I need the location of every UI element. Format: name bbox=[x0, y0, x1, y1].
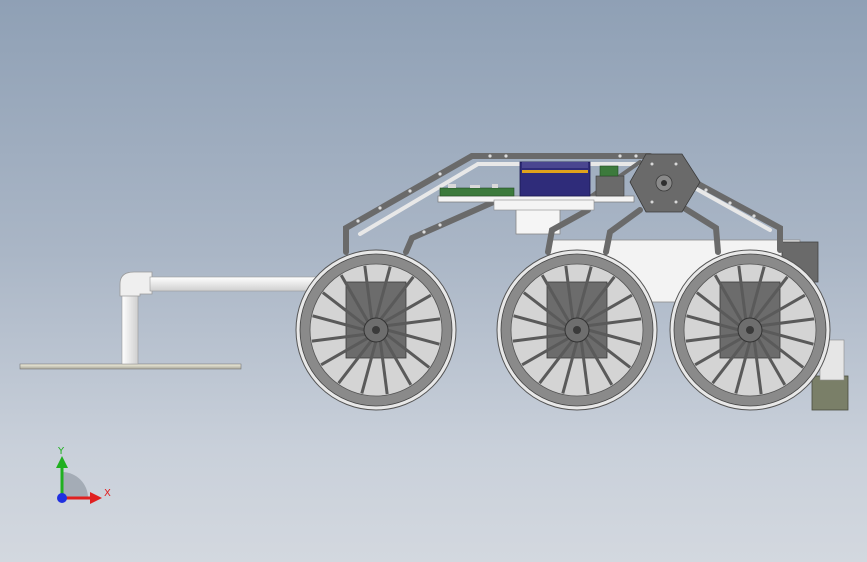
wheel-spoke bbox=[752, 339, 763, 395]
wheel-spoke bbox=[586, 333, 632, 369]
frame-front-diagonal bbox=[343, 153, 475, 255]
battery-top bbox=[522, 162, 588, 168]
wheel-spoke bbox=[694, 336, 743, 367]
wheel-axle bbox=[746, 326, 754, 334]
wheel-3[interactable] bbox=[669, 249, 831, 411]
wheel-spoke bbox=[757, 293, 806, 324]
wheel-spoke bbox=[360, 340, 378, 394]
frame-rear-lower bbox=[681, 205, 721, 255]
y-axis-label: Y bbox=[57, 446, 65, 457]
wheel-spoke bbox=[339, 274, 370, 323]
x-axis-label: X bbox=[104, 488, 111, 499]
wheel-spoke bbox=[711, 339, 747, 385]
frame-mid-leg-a bbox=[545, 207, 591, 255]
wheel-spoke bbox=[737, 265, 748, 321]
frame-rear-diagonal bbox=[673, 169, 783, 253]
base-plate bbox=[19, 363, 242, 370]
wheel-spoke bbox=[583, 337, 614, 386]
wheel-spoke bbox=[580, 275, 616, 321]
wheel-spoke bbox=[312, 314, 366, 332]
wheel-spoke bbox=[321, 291, 367, 327]
wheel-spoke bbox=[561, 340, 579, 394]
wheel-spoke bbox=[521, 336, 570, 367]
motor-mount-bore bbox=[661, 180, 667, 186]
triad-plane-arc bbox=[62, 472, 88, 498]
wheel-spoke bbox=[695, 291, 741, 327]
wheel-spoke bbox=[759, 317, 815, 328]
frame-rear-diagonal-inner bbox=[682, 180, 772, 232]
wheel-axle bbox=[372, 326, 380, 334]
wheel-2[interactable] bbox=[496, 249, 658, 411]
pcb-components bbox=[448, 184, 498, 188]
wheel-spoke bbox=[753, 275, 789, 321]
wheel-spoke bbox=[385, 317, 441, 328]
controller-pcb bbox=[599, 165, 619, 177]
horizontal-pipe bbox=[149, 276, 323, 292]
motor-mount-bolts bbox=[650, 162, 678, 204]
wheel-spoke bbox=[760, 328, 814, 346]
frame-holes bbox=[356, 154, 756, 234]
controller-board bbox=[595, 175, 625, 197]
wheel-spoke bbox=[311, 332, 367, 343]
axis-triad: Y X bbox=[56, 446, 111, 504]
rear-sensor bbox=[811, 375, 849, 411]
wheel-spoke bbox=[756, 337, 787, 386]
wheel-axle bbox=[573, 326, 581, 334]
wheel-spoke bbox=[379, 275, 415, 321]
wheel-spoke bbox=[512, 332, 568, 343]
x-axis-arrow bbox=[90, 492, 102, 504]
y-axis-arrow bbox=[56, 456, 68, 468]
wheel-spoke bbox=[386, 328, 440, 346]
frame-front-diagonal-inner bbox=[358, 162, 480, 236]
wheel-spoke bbox=[363, 265, 374, 321]
wheel-spoke bbox=[564, 265, 575, 321]
vertical-pipe bbox=[121, 291, 139, 365]
wheel-spoke bbox=[713, 274, 744, 323]
wheel-spoke bbox=[579, 339, 590, 395]
pcb-board bbox=[439, 187, 515, 197]
wheel-spoke bbox=[748, 266, 766, 320]
frame-mid-diagonal bbox=[403, 197, 501, 255]
wheel-spoke bbox=[538, 339, 574, 385]
wheel-spoke bbox=[759, 333, 805, 369]
frame-mid-leg-b bbox=[603, 207, 643, 255]
wheel-1[interactable] bbox=[295, 249, 457, 411]
wheel-spoke bbox=[540, 274, 571, 323]
wheel-spoke bbox=[587, 328, 641, 346]
z-axis-dot bbox=[57, 493, 67, 503]
wheel-spoke bbox=[383, 293, 432, 324]
wheel-spoke bbox=[513, 314, 567, 332]
wheel-spoke bbox=[734, 340, 752, 394]
wheel-spoke bbox=[522, 291, 568, 327]
wheel-spoke bbox=[378, 339, 389, 395]
wheel-spoke bbox=[584, 293, 633, 324]
wheel-spoke bbox=[374, 266, 392, 320]
wheel-spoke bbox=[320, 336, 369, 367]
wheel-spoke bbox=[385, 333, 431, 369]
wheel-spoke bbox=[686, 314, 740, 332]
wheel-spoke bbox=[685, 332, 741, 343]
wheel-spoke bbox=[382, 337, 413, 386]
pipe-arm-assembly[interactable] bbox=[19, 271, 323, 370]
wheel-spoke bbox=[586, 317, 642, 328]
support-bar bbox=[493, 199, 595, 211]
electronics-deck[interactable] bbox=[437, 153, 701, 213]
wheel-spoke bbox=[575, 266, 593, 320]
pipe-elbow bbox=[119, 271, 153, 297]
wheel-spoke bbox=[337, 339, 373, 385]
wheel-set[interactable] bbox=[295, 249, 831, 411]
battery-stripe bbox=[522, 170, 588, 173]
